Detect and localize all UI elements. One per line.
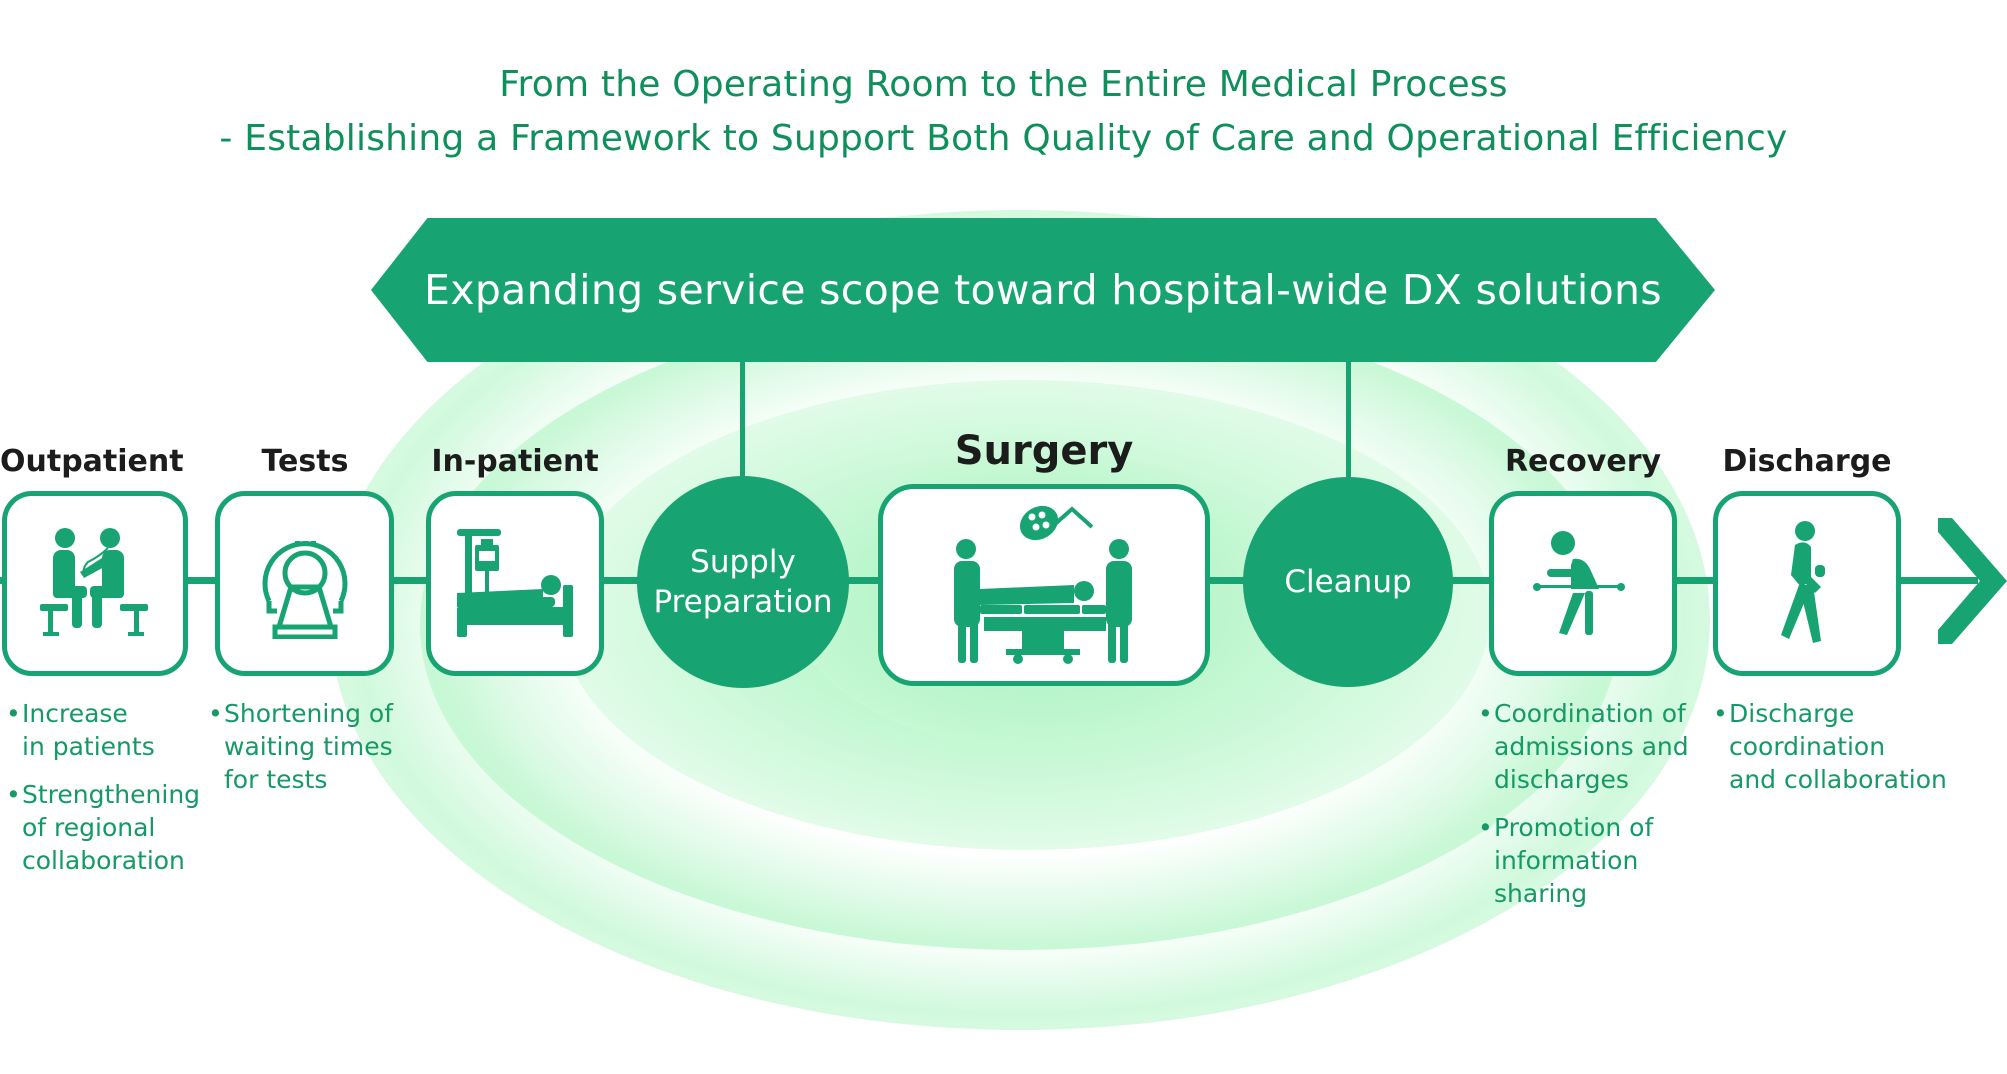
step-label-cleanup: Cleanup <box>1284 563 1412 600</box>
ct-scanner-icon <box>262 540 347 639</box>
note-text: sharing <box>1494 879 1588 908</box>
step-label-surgery: Surgery <box>954 428 1134 474</box>
hospital-bed-iv-icon <box>456 528 573 637</box>
banner-connector-right <box>1346 360 1351 480</box>
step-surgery <box>878 484 1210 686</box>
step-label-outpatient: Outpatient <box>0 444 184 479</box>
note-text: Coordination of <box>1494 699 1686 728</box>
note-text: admissions and <box>1494 732 1689 761</box>
note-text: in patients <box>22 732 155 761</box>
bullet: • <box>6 780 21 809</box>
chevron-right-icon <box>1938 518 2007 644</box>
note-text: coordination <box>1729 732 1886 761</box>
note-text: Promotion of <box>1494 813 1654 842</box>
page-subtitle: - Establishing a Framework to Support Bo… <box>219 118 1788 159</box>
dx-expansion-banner: Expanding service scope toward hospital-… <box>371 218 1715 362</box>
step-inpatient <box>426 491 604 676</box>
bullet: • <box>208 699 223 728</box>
note-text: information <box>1494 846 1639 875</box>
note-item: •Discharge coordination and collaboratio… <box>1713 697 1973 796</box>
rehabilitation-walker-icon <box>1533 530 1625 635</box>
banner-connector-left <box>740 360 745 480</box>
label-line: Supply <box>690 543 796 580</box>
note-item: •Strengthening of regional collaboration <box>6 778 216 877</box>
banner-text: Expanding service scope toward hospital-… <box>424 266 1662 314</box>
note-text: and collaboration <box>1729 765 1947 794</box>
step-cleanup: Cleanup <box>1243 477 1453 687</box>
step-label-inpatient: In-patient <box>431 444 599 479</box>
step-tests <box>215 491 394 676</box>
notes-outpatient: •Increase in patients •Strengthening of … <box>6 697 216 892</box>
note-text: of regional <box>22 813 156 842</box>
step-supply-preparation: Supply Preparation <box>637 476 849 688</box>
note-item: •Shortening of waiting times for tests <box>208 697 428 796</box>
step-label-recovery: Recovery <box>1504 444 1662 479</box>
step-outpatient <box>2 491 188 676</box>
page-title: From the Operating Room to the Entire Me… <box>499 64 1508 105</box>
notes-tests: •Shortening of waiting times for tests <box>208 697 428 811</box>
note-text: waiting times <box>224 732 393 761</box>
step-discharge <box>1713 491 1901 676</box>
operating-room-icon <box>954 505 1132 664</box>
note-text: Discharge <box>1729 699 1855 728</box>
step-recovery <box>1489 491 1677 676</box>
bullet: • <box>6 699 21 728</box>
step-label-tests: Tests <box>261 444 349 479</box>
note-text: Strengthening <box>22 780 201 809</box>
label-line: Preparation <box>653 584 833 620</box>
note-item: •Coordination of admissions and discharg… <box>1478 697 1708 796</box>
doctor-patient-consultation-icon <box>40 528 148 636</box>
notes-recovery: •Coordination of admissions and discharg… <box>1478 697 1708 925</box>
note-text: collaboration <box>22 846 185 875</box>
bullet: • <box>1713 699 1728 728</box>
bullet: • <box>1478 813 1493 842</box>
notes-discharge: •Discharge coordination and collaboratio… <box>1713 697 1973 811</box>
note-text: Increase <box>22 699 128 728</box>
note-item: •Promotion of information sharing <box>1478 811 1708 910</box>
walking-person-icon <box>1781 521 1825 643</box>
step-label-discharge: Discharge <box>1722 444 1892 479</box>
note-text: discharges <box>1494 765 1629 794</box>
note-text: Shortening of <box>224 699 394 728</box>
note-text: for tests <box>224 765 328 794</box>
step-label-supply-preparation: Supply Preparation <box>653 542 832 623</box>
bullet: • <box>1478 699 1493 728</box>
note-item: •Increase in patients <box>6 697 216 763</box>
